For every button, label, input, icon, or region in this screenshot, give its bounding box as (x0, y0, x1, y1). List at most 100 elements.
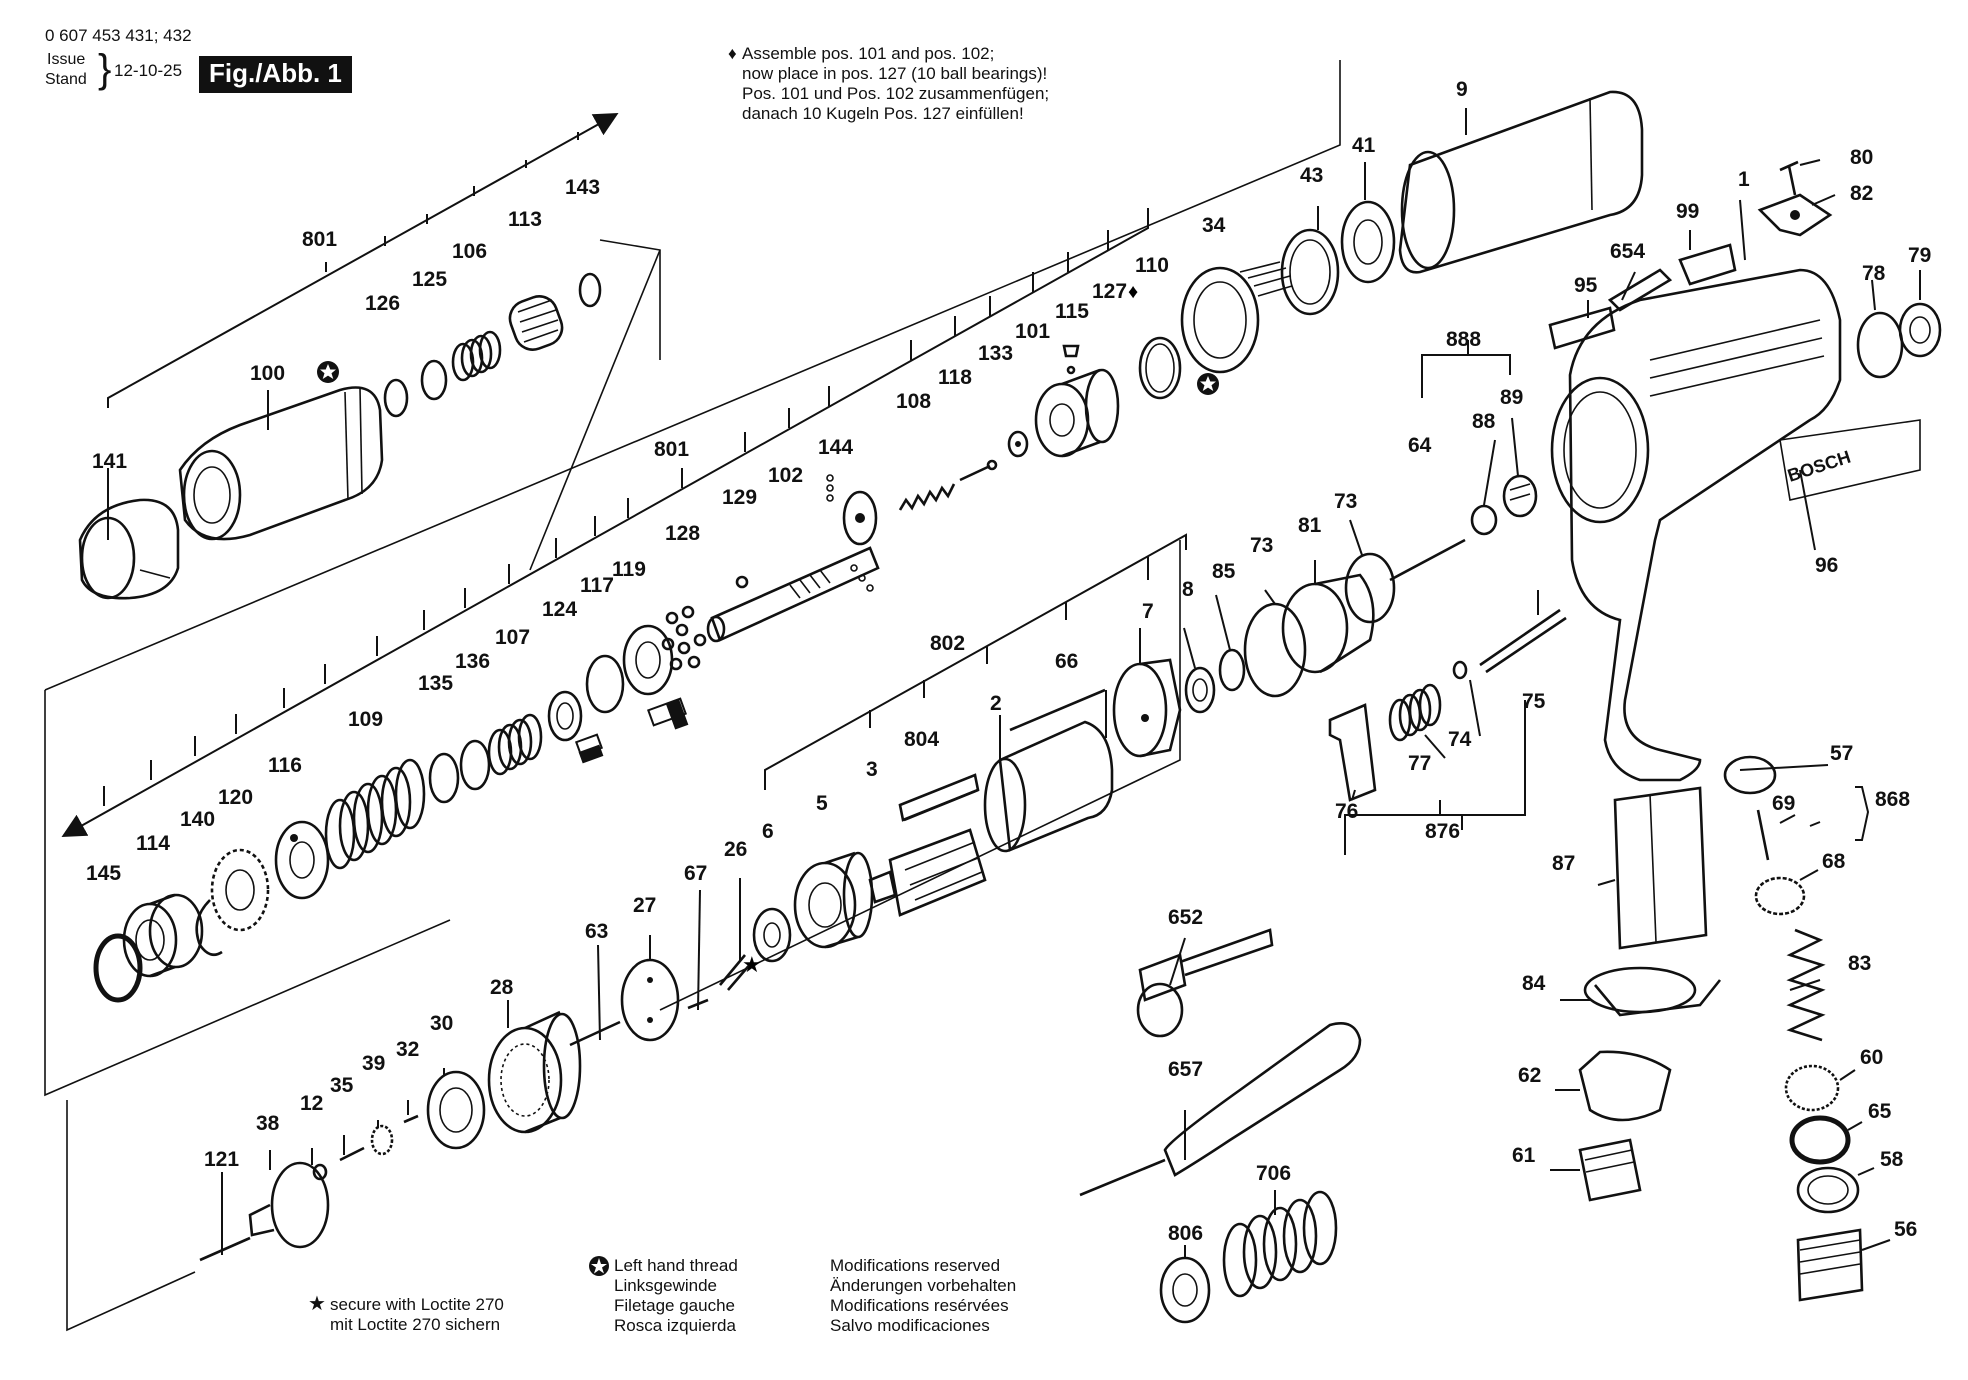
part-7-end-plate (1112, 658, 1182, 758)
part-label: 127 (1092, 280, 1127, 303)
left-hand-thread-line: Filetage gauche (614, 1296, 735, 1315)
part-flange-disk (842, 490, 878, 546)
part-135-ring (428, 752, 460, 804)
diamond-icon: ♦ (1128, 281, 1138, 303)
star-icon: ★ (308, 1293, 326, 1315)
part-136-ring (459, 739, 491, 791)
assembly-note: ♦ Assemble pos. 101 and pos. 102; now pl… (728, 44, 1050, 124)
modifications-legend: Modifications reserved Änderungen vorbeh… (830, 1256, 1016, 1336)
part-657-screwdriver (1079, 1022, 1362, 1197)
part-label: 108 (896, 390, 931, 413)
part-114-bushing (122, 893, 204, 978)
part-label: 801 (302, 228, 337, 251)
part-804-vanes (898, 773, 980, 822)
part-label: 30 (430, 1012, 453, 1035)
part-label: 65 (1868, 1100, 1892, 1123)
part-label: 41 (1352, 134, 1376, 157)
part-label: 28 (490, 976, 514, 999)
left-hand-thread-line: Linksgewinde (614, 1276, 718, 1295)
loctite-legend: ★ secure with Loctite 270 mit Loctite 27… (308, 1294, 504, 1335)
part-64-rod (1389, 538, 1466, 582)
part-label: 109 (348, 708, 383, 731)
part-41-bearing (1340, 200, 1396, 284)
part-label: 110 (1135, 254, 1169, 277)
part-89-spring (1502, 474, 1538, 518)
left-hand-thread-marker (317, 361, 339, 383)
part-label: 78 (1862, 262, 1886, 285)
loctite-line: secure with Loctite 270 (330, 1295, 504, 1314)
part-34-threaded-ring (1180, 261, 1293, 374)
part-141-sleeve (78, 498, 180, 600)
part-84-base-plate (1583, 966, 1722, 1017)
part-65-o-ring (1789, 1115, 1851, 1165)
part-label: 143 (565, 176, 600, 199)
part-label: 3 (866, 758, 878, 781)
part-label: 63 (585, 920, 608, 943)
part-label: 652 (1168, 906, 1203, 929)
part-144-balls (826, 474, 874, 592)
part-118-pin (959, 459, 998, 482)
part-87-filter-pad (1613, 786, 1708, 950)
part-58-washer (1796, 1166, 1860, 1214)
left-hand-thread-line: Rosca izquierda (614, 1316, 736, 1335)
figure-label: Fig./Abb. 1 (199, 56, 352, 93)
modifications-line: Modifications reserved (830, 1256, 1001, 1275)
part-label: 68 (1822, 850, 1846, 873)
part-706-spring (1222, 1190, 1338, 1298)
part-label: 876 (1425, 820, 1460, 843)
part-label: 6 (762, 820, 774, 843)
part-label: 67 (684, 862, 707, 885)
assembly-bracket-868 (1855, 786, 1870, 841)
part-label: 12 (300, 1092, 323, 1115)
part-label: 126 (365, 292, 400, 315)
part-label: 57 (1830, 742, 1853, 765)
part-102-spindle (706, 546, 880, 643)
part-label: 82 (1850, 182, 1873, 205)
loctite-star-marker: ★ (742, 952, 762, 977)
part-39-gear (370, 1124, 394, 1156)
assembly-note-line: Assemble pos. 101 and pos. 102; (742, 44, 995, 63)
part-label: 133 (978, 342, 1013, 365)
assembly-note-line: danach 10 Kugeln Pos. 127 einfüllen! (742, 104, 1024, 123)
part-99-label (1678, 243, 1737, 286)
part-label: 136 (455, 650, 490, 673)
part-label: 118 (938, 366, 972, 389)
part-label: 124 (542, 598, 577, 621)
part-label: 129 (722, 486, 757, 509)
part-label: 38 (256, 1112, 280, 1135)
part-32-pin (403, 1114, 419, 1124)
part-28-ring-gear (487, 1010, 582, 1134)
part-label: 32 (396, 1038, 419, 1061)
part-label: 102 (768, 464, 803, 487)
part-number-line: 0 607 453 431; 432 (45, 26, 192, 45)
part-77-spring (1388, 683, 1442, 742)
part-133-washer (1007, 430, 1029, 458)
part-73-o-ring-left (1243, 602, 1307, 698)
part-label: 125 (412, 268, 447, 291)
part-label: 9 (1456, 78, 1468, 101)
part-75-rod (1479, 608, 1567, 674)
part-label: 64 (1408, 434, 1432, 457)
part-block-marker-a (574, 733, 604, 764)
part-label: 868 (1875, 788, 1910, 811)
left-hand-thread-icon (589, 1256, 609, 1276)
assembly-bracket-876 (1344, 700, 1526, 855)
part-label: 66 (1055, 650, 1078, 673)
part-label: 87 (1552, 852, 1575, 875)
part-label: 100 (250, 362, 285, 385)
part-label: 657 (1168, 1058, 1203, 1081)
assembly-bracket-801-bottom (61, 208, 1149, 837)
part-115-plug (1062, 344, 1080, 375)
part-57-ring (1723, 755, 1777, 795)
diamond-icon: ♦ (728, 44, 737, 63)
assembly-note-line: Pos. 101 und Pos. 102 zusammenfügen; (742, 84, 1050, 103)
part-85-washer (1218, 648, 1246, 692)
part-label: 121 (204, 1148, 239, 1171)
part-label: 8 (1182, 578, 1194, 601)
part-label: 128 (665, 522, 700, 545)
part-label: 75 (1522, 690, 1546, 713)
part-label: 7 (1142, 600, 1154, 623)
part-140-circlip (195, 899, 223, 957)
part-label: 101 (1015, 320, 1050, 343)
part-121-pin (199, 1236, 251, 1262)
